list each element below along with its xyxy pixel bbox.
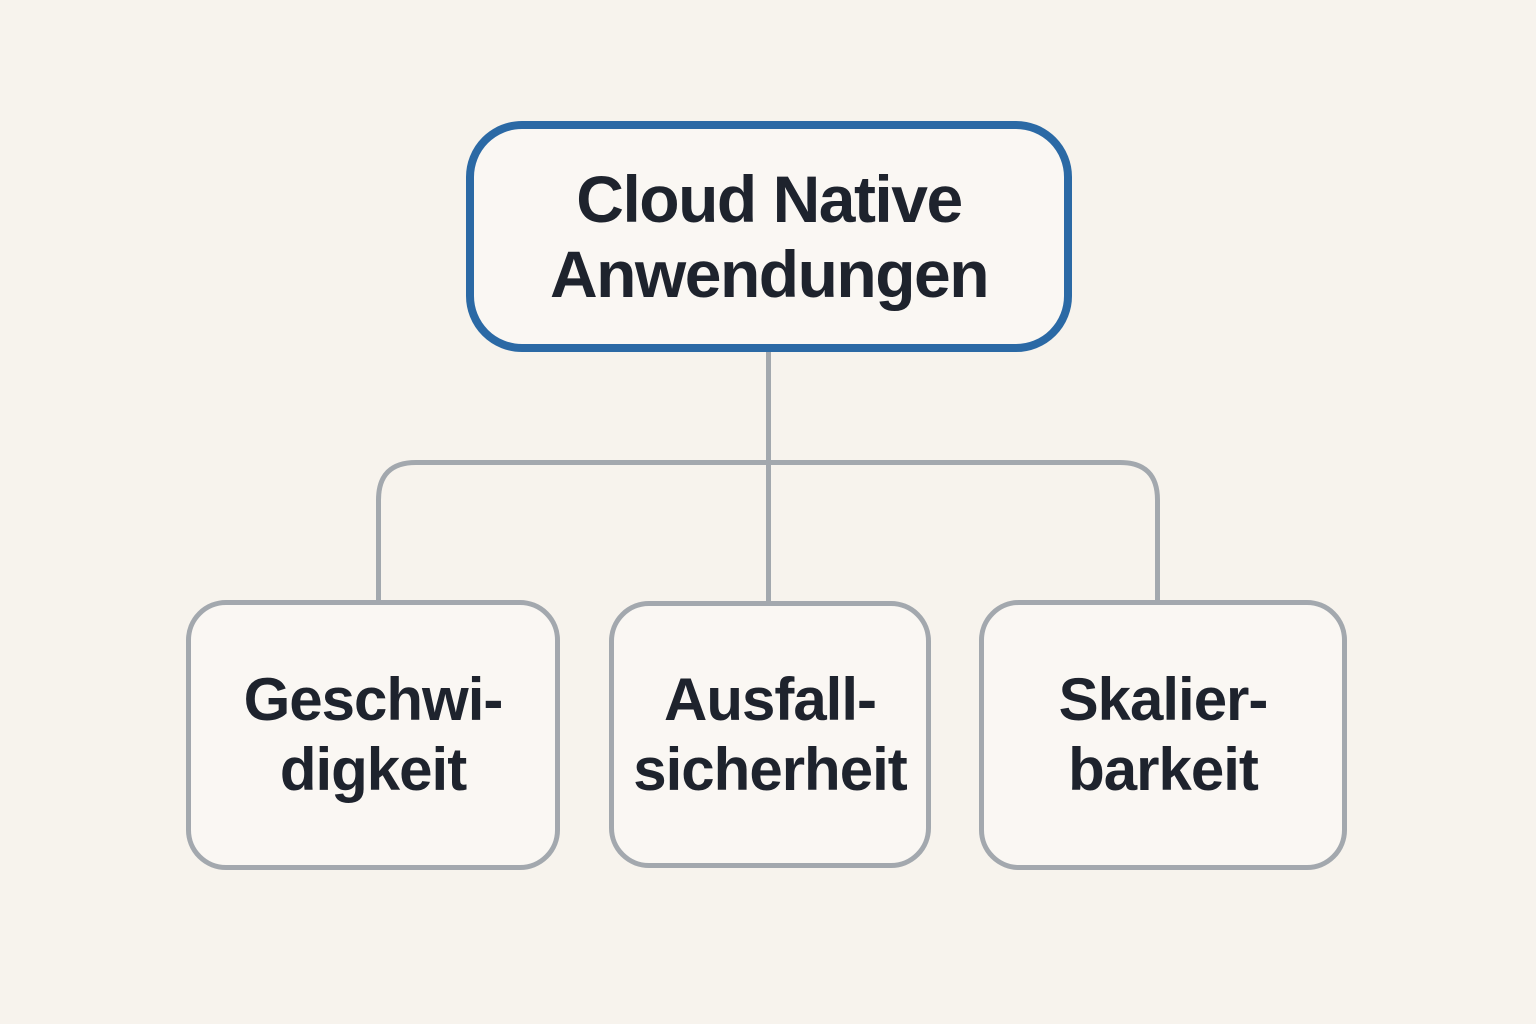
node-label-line: Geschwi- (243, 666, 504, 733)
node-cloud-native-anwendungen: Cloud Native Anwendungen (466, 121, 1072, 352)
node-geschwindigkeit: Geschwi- digkeit (186, 600, 560, 870)
node-label-line: barkeit (1068, 736, 1259, 803)
node-label-line: Ausfall- (663, 665, 877, 733)
node-label-line: Skalier- (1058, 666, 1269, 733)
node-ausfallsicherheit: Ausfall- sicherheit (609, 601, 931, 868)
node-label-line: sicherheit (633, 735, 907, 803)
node-label-line: Cloud Native (576, 161, 963, 236)
node-label-line: Anwendungen (549, 236, 990, 311)
node-skalierbarkeit: Skalier- barkeit (979, 600, 1347, 870)
node-label-line: digkeit (279, 736, 467, 803)
